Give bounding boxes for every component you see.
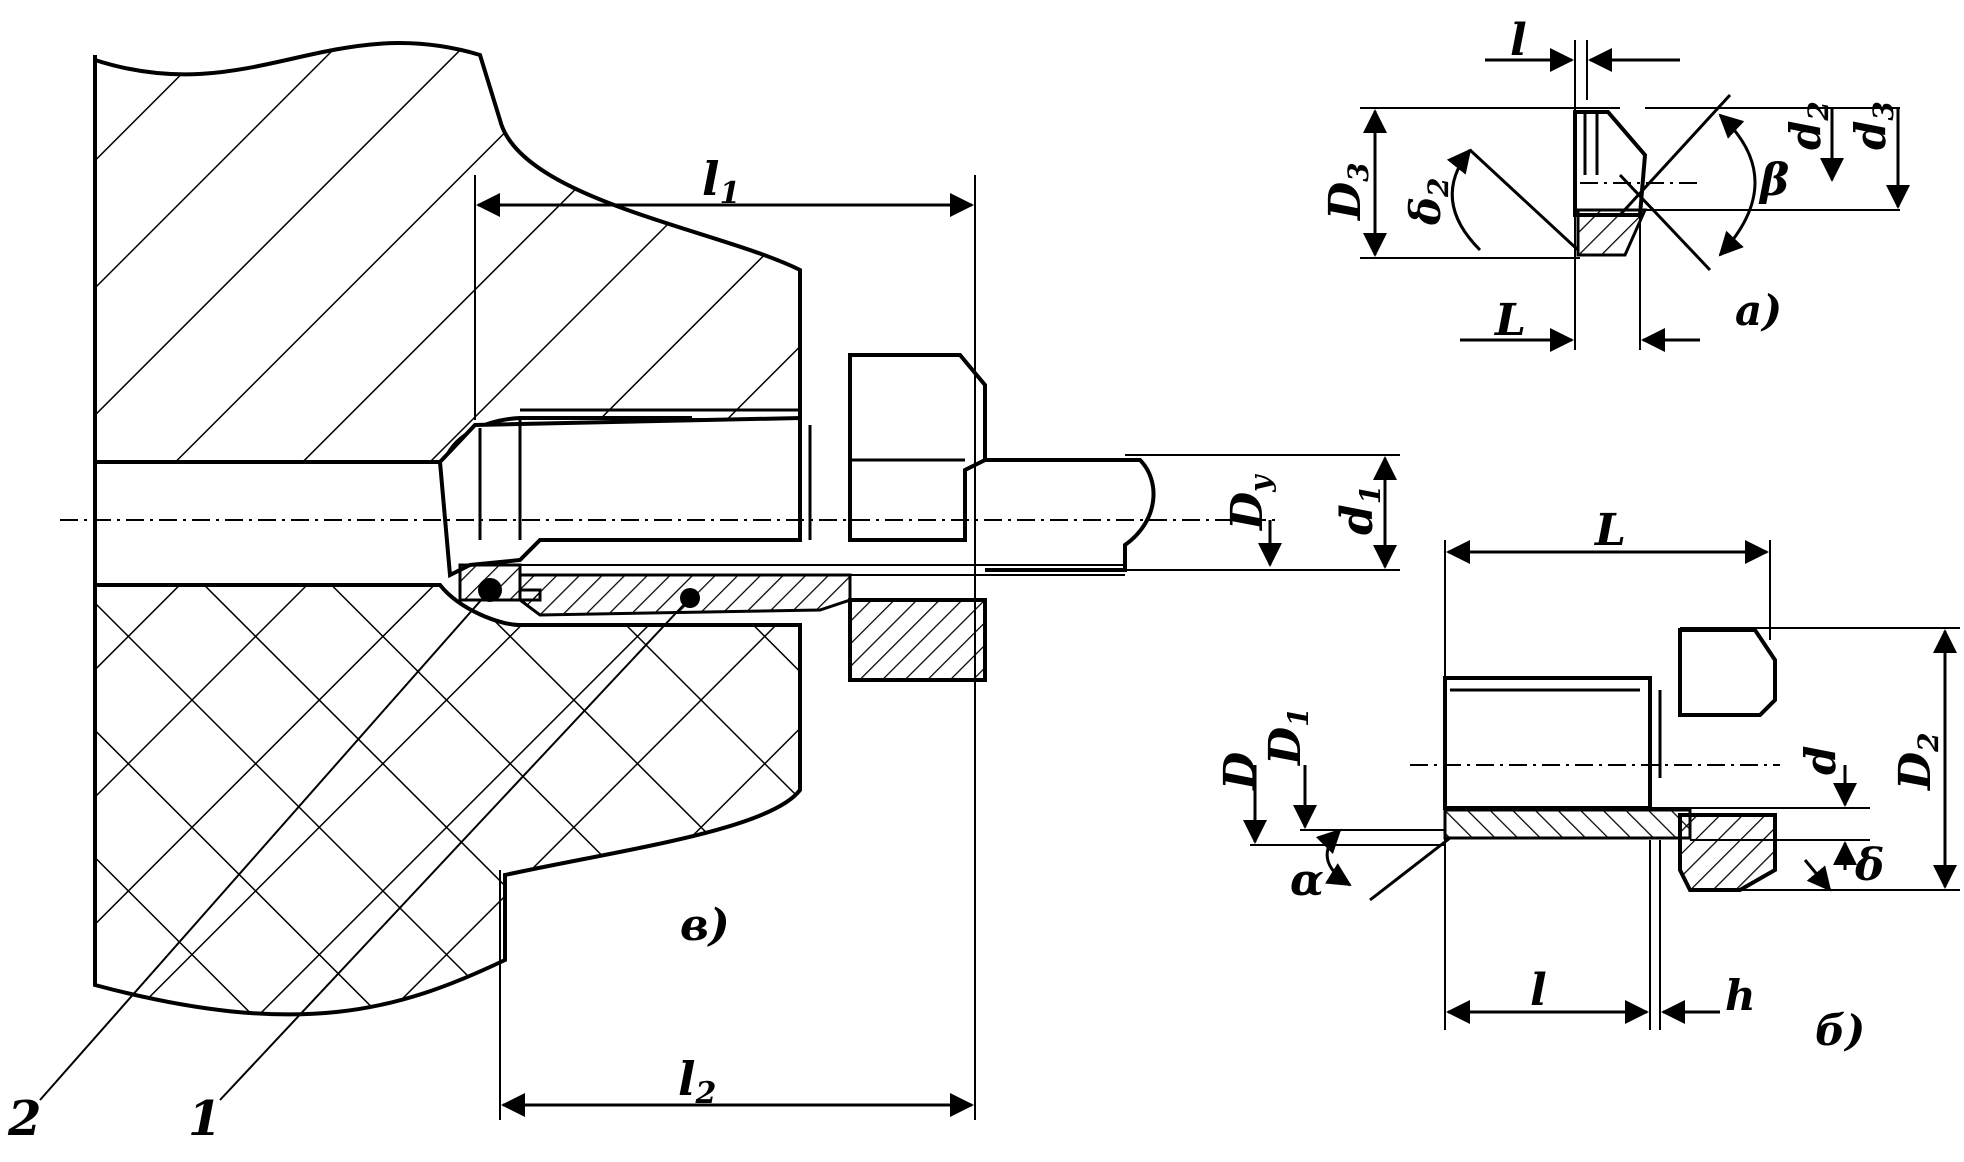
arc-beta — [1718, 113, 1757, 257]
label-b-L: L — [1593, 505, 1626, 556]
label-beta: β — [1758, 155, 1789, 206]
label-b-delta: δ — [1854, 840, 1884, 891]
nut-section — [848, 598, 987, 682]
label-b-D: D — [1215, 752, 1266, 792]
arc-delta2 — [1446, 148, 1482, 252]
label-a-L: L — [1493, 295, 1526, 346]
union-nipple — [437, 415, 802, 579]
ring-a-section — [1576, 208, 1648, 257]
union-b-body — [1443, 676, 1652, 810]
hex-b — [1678, 628, 1777, 717]
label-b-d: d — [1796, 746, 1845, 775]
main-view — [39, 41, 1400, 1120]
label-delta2: δ2 — [1401, 178, 1455, 227]
nut-b-section — [1678, 813, 1777, 892]
detail-b-view — [1243, 540, 1960, 1030]
hex-nut — [848, 353, 987, 542]
label-alpha: α — [1290, 855, 1324, 906]
callout-1: 1 — [188, 1091, 221, 1147]
label-d2: d2 — [1781, 101, 1835, 150]
label-a-l: l — [1510, 15, 1527, 66]
label-d3: d3 — [1846, 101, 1900, 150]
label-l1: l1 — [702, 152, 740, 211]
figure-label-b: б) — [1815, 1006, 1865, 1055]
arc-delta — [1803, 859, 1832, 892]
figure-label-a: а) — [1735, 286, 1782, 335]
arc-alpha — [1315, 828, 1352, 887]
housing-upper — [93, 41, 802, 464]
label-Dy: Dу — [1222, 474, 1277, 532]
label-l2: l2 — [678, 1052, 716, 1111]
label-b-h: h — [1725, 971, 1756, 1020]
sleeve-b-section — [1443, 808, 1692, 840]
housing-lower-crosshatch — [95, 585, 800, 1015]
tube — [985, 458, 1156, 572]
callout-2: 2 — [7, 1091, 41, 1147]
figure-label-main: в) — [680, 900, 730, 951]
detail-a-view — [1360, 40, 1910, 352]
label-d1: d1 — [1332, 485, 1387, 535]
label-b-l: l — [1530, 965, 1547, 1016]
label-b-D1: D1 — [1260, 707, 1315, 767]
label-b-D2: D2 — [1890, 732, 1945, 792]
label-a-D3: D3 — [1320, 162, 1375, 222]
